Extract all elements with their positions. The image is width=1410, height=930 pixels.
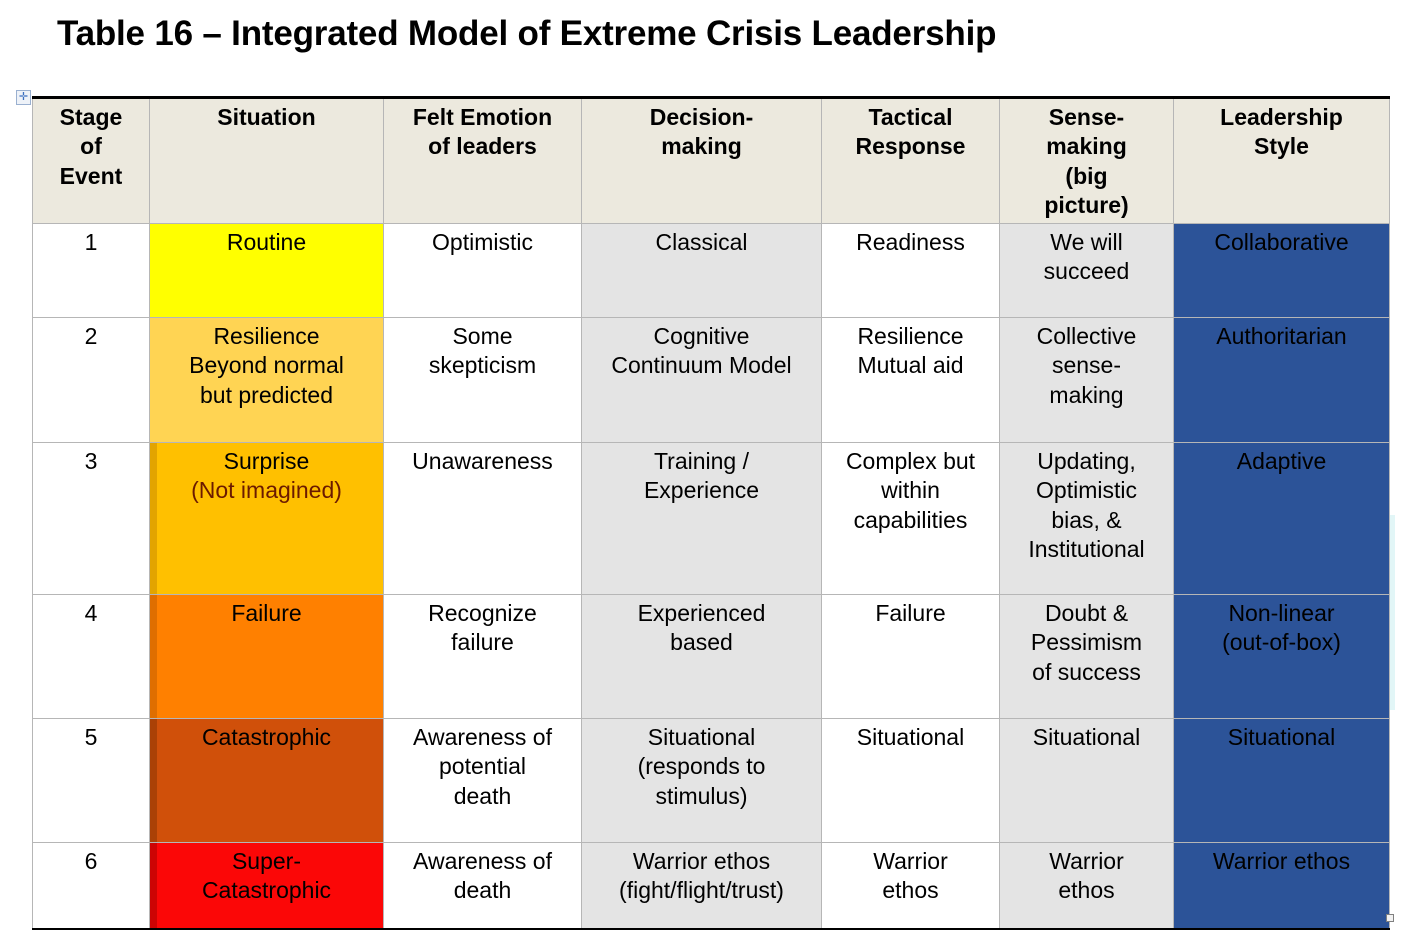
cell-decision-making: Training / Experience — [581, 442, 822, 595]
column-header-situation: Situation — [149, 97, 384, 224]
column-header-tactical-response: Tactical Response — [821, 97, 1000, 224]
cell-decision-making: Cognitive Continuum Model — [581, 317, 822, 443]
table-row: 3 Surprise (Not imagined) Unawareness Tr… — [32, 442, 1390, 595]
table-header-row: Stage of Event Situation Felt Emotion of… — [32, 97, 1390, 224]
cell-leadership-style: Situational — [1173, 718, 1390, 843]
cell-felt-emotion: Optimistic — [383, 223, 582, 318]
cell-leadership-style: Collaborative — [1173, 223, 1390, 318]
cell-leadership-style: Warrior ethos — [1173, 842, 1390, 929]
situation-edge-accent — [150, 443, 157, 594]
table-row: 6 Super- Catastrophic Awareness of death… — [32, 842, 1390, 929]
cell-situation: Routine — [149, 223, 384, 318]
situation-edge-accent — [150, 843, 157, 928]
cell-sense-making: Doubt & Pessimism of success — [999, 594, 1174, 719]
situation-edge-accent — [150, 595, 157, 718]
cell-sense-making: Warrior ethos — [999, 842, 1174, 929]
cell-felt-emotion: Unawareness — [383, 442, 582, 595]
cell-situation: Super- Catastrophic — [149, 842, 384, 929]
cell-felt-emotion: Some skepticism — [383, 317, 582, 443]
page-edge-artifact-right — [1389, 515, 1395, 710]
page-title: Table 16 – Integrated Model of Extreme C… — [57, 14, 997, 53]
table-header: Stage of Event Situation Felt Emotion of… — [32, 97, 1390, 224]
column-header-leadership-style: Leadership Style — [1173, 97, 1390, 224]
cell-sense-making: Collective sense- making — [999, 317, 1174, 443]
cell-stage: 1 — [32, 223, 150, 318]
cell-leadership-style: Authoritarian — [1173, 317, 1390, 443]
column-header-decision-making: Decision- making — [581, 97, 822, 224]
table-row: 4 Failure Recognize failure Experienced … — [32, 594, 1390, 719]
cell-stage: 6 — [32, 842, 150, 929]
cell-felt-emotion: Recognize failure — [383, 594, 582, 719]
cell-felt-emotion: Awareness of potential death — [383, 718, 582, 843]
cell-leadership-style: Adaptive — [1173, 442, 1390, 595]
cell-stage: 5 — [32, 718, 150, 843]
column-header-sense-making: Sense- making (big picture) — [999, 97, 1174, 224]
cell-situation: Surprise (Not imagined) — [149, 442, 384, 595]
cell-felt-emotion: Awareness of death — [383, 842, 582, 929]
cell-decision-making: Classical — [581, 223, 822, 318]
cell-tactical-response: Resilience Mutual aid — [821, 317, 1000, 443]
crisis-leadership-table: Stage of Event Situation Felt Emotion of… — [32, 96, 1390, 930]
cell-tactical-response: Failure — [821, 594, 1000, 719]
crisis-leadership-table-container: Stage of Event Situation Felt Emotion of… — [32, 96, 1390, 930]
column-header-felt-emotion: Felt Emotion of leaders — [383, 97, 582, 224]
cell-sense-making: We will succeed — [999, 223, 1174, 318]
cell-decision-making: Experienced based — [581, 594, 822, 719]
cell-sense-making: Situational — [999, 718, 1174, 843]
table-row: 1 Routine Optimistic Classical Readiness — [32, 223, 1390, 318]
cell-sense-making: Updating, Optimistic bias, & Institution… — [999, 442, 1174, 595]
cell-tactical-response: Situational — [821, 718, 1000, 843]
cell-leadership-style: Non-linear (out-of-box) — [1173, 594, 1390, 719]
cell-situation: Failure — [149, 594, 384, 719]
cell-stage: 2 — [32, 317, 150, 443]
table-row: 5 Catastrophic Awareness of potential de… — [32, 718, 1390, 843]
situation-edge-accent — [150, 719, 157, 842]
table-body: 1 Routine Optimistic Classical Readiness — [32, 223, 1390, 929]
cell-stage: 4 — [32, 594, 150, 719]
column-header-stage-of-event: Stage of Event — [32, 97, 150, 224]
cell-decision-making: Situational (responds to stimulus) — [581, 718, 822, 843]
cell-tactical-response: Warrior ethos — [821, 842, 1000, 929]
cell-tactical-response: Readiness — [821, 223, 1000, 318]
cell-stage: 3 — [32, 442, 150, 595]
cell-decision-making: Warrior ethos (fight/flight/trust) — [581, 842, 822, 929]
table-move-handle-icon[interactable]: ✛ — [16, 90, 31, 105]
cell-situation: Resilience Beyond normal but predicted — [149, 317, 384, 443]
cell-tactical-response: Complex but within capabilities — [821, 442, 1000, 595]
cell-situation: Catastrophic — [149, 718, 384, 843]
table-resize-handle-icon[interactable] — [1386, 914, 1394, 922]
table-row: 2 Resilience Beyond normal but predicted… — [32, 317, 1390, 443]
